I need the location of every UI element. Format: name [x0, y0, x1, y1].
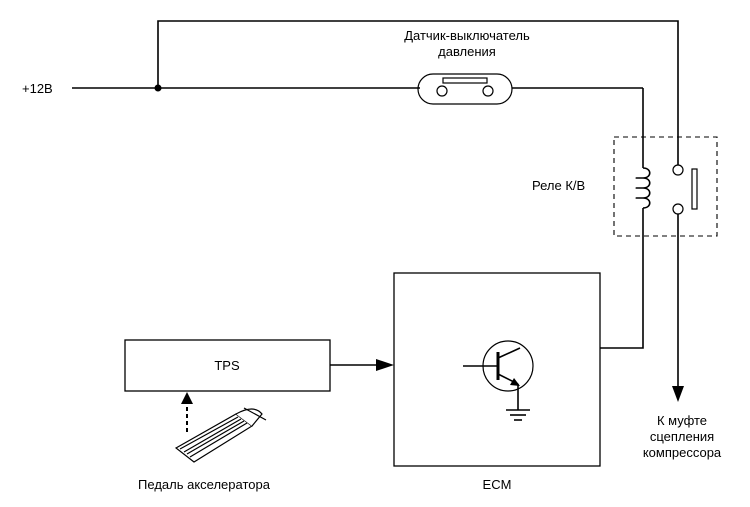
accelerator-pedal-icon — [174, 407, 267, 463]
pressure-switch-symbol — [417, 73, 513, 105]
pedal-link-arrow-icon — [181, 392, 193, 404]
tps-label: TPS — [214, 358, 240, 373]
relay-armature — [691, 168, 698, 210]
relay-coil-icon — [635, 167, 651, 209]
tps-to-ecm-arrow-icon — [376, 359, 394, 371]
clutch-label-3: компрессора — [643, 445, 722, 460]
pedal-label: Педаль акселератора — [138, 477, 271, 492]
clutch-label-1: К муфте — [657, 413, 707, 428]
top-branch-wire — [157, 20, 679, 165]
ecm-box — [393, 272, 601, 467]
relay-label: Реле К/В — [532, 178, 585, 193]
clutch-label-2: сцепления — [650, 429, 714, 444]
tps-box — [124, 339, 331, 392]
pressure-switch-label-1: Датчик-выключатель — [404, 28, 530, 43]
supply-label: +12В — [22, 81, 53, 96]
relay-contact-bottom — [672, 203, 684, 215]
relay-box — [613, 136, 718, 237]
clutch-output-arrow-icon — [672, 386, 684, 402]
relay-contact-top — [672, 164, 684, 176]
pressure-switch-label-2: давления — [438, 44, 496, 59]
ecm-label: ECM — [483, 477, 512, 492]
ground-icon — [506, 409, 530, 421]
transistor-icon — [463, 340, 534, 410]
